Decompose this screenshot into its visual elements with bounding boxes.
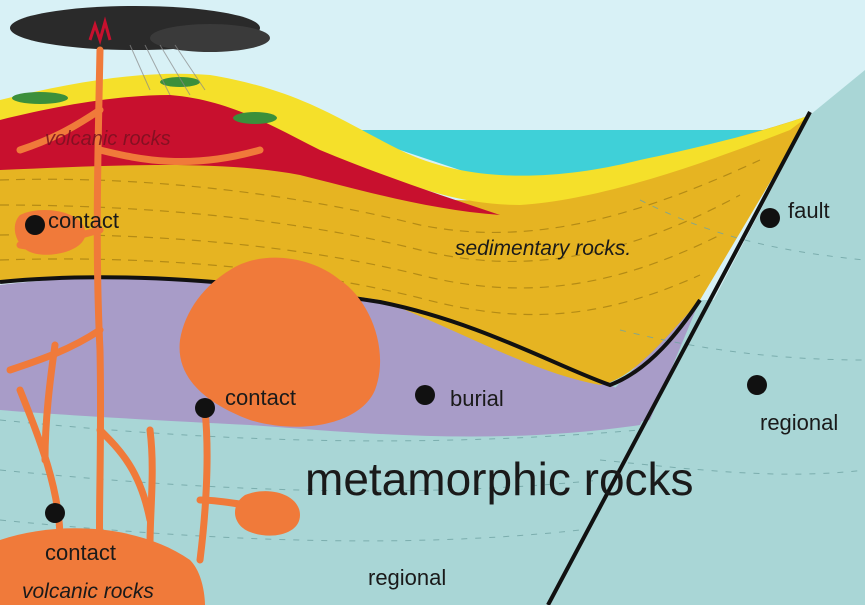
label-volcanic-bottom: volcanic rocks	[22, 580, 154, 603]
label-burial: burial	[450, 386, 504, 411]
label-regional-bottom: regional	[368, 565, 446, 590]
marker-regional-right	[747, 375, 767, 395]
label-contact-lower: contact	[45, 540, 116, 565]
marker-contact-lower	[45, 503, 65, 523]
marker-burial	[415, 385, 435, 405]
label-sedimentary: sedimentary rocks.	[455, 237, 631, 260]
label-metamorphic: metamorphic rocks	[305, 453, 694, 505]
label-regional-right: regional	[760, 410, 838, 435]
marker-contact-middle	[195, 398, 215, 418]
label-fault: fault	[788, 198, 830, 223]
label-volcanic-top: volcanic rocks	[45, 128, 171, 150]
marker-contact-upper	[25, 215, 45, 235]
label-contact-upper: contact	[48, 208, 119, 233]
label-contact-middle: contact	[225, 385, 296, 410]
marker-fault	[760, 208, 780, 228]
